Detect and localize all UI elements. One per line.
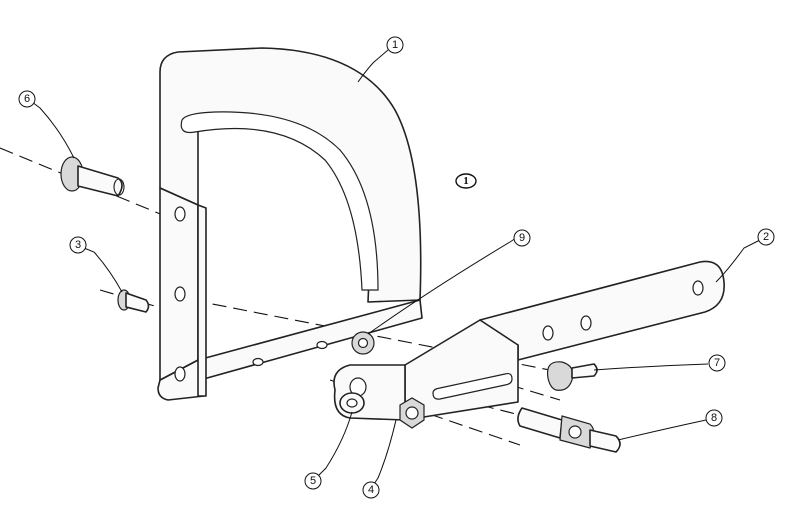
- callout-6: 6: [18, 90, 75, 159]
- bolt-end: [113, 178, 125, 196]
- balloon-1: [386, 36, 404, 54]
- arm-hole-1: [542, 325, 554, 341]
- callout-9: 9: [367, 229, 531, 335]
- balloon-3-label: 3: [75, 239, 81, 251]
- bolt-part-6: [60, 156, 125, 197]
- balloon-9: [513, 229, 531, 247]
- balloon-2: [757, 228, 775, 246]
- balloon-8: [705, 409, 723, 427]
- balloon-7-label: 7: [714, 357, 720, 369]
- arm-hole-3: [692, 280, 704, 296]
- balloon-6: [18, 90, 36, 108]
- bracket-curved-slot: [180, 111, 379, 291]
- balloon-7: [708, 354, 726, 372]
- bracket-flange-edge: [197, 204, 207, 397]
- plunger-body: [517, 407, 563, 439]
- wing-nut-part-7: [546, 361, 598, 391]
- balloon-3: [69, 236, 87, 254]
- leader-4: [373, 419, 397, 485]
- flange-hole-middle: [174, 286, 186, 302]
- callout-3: 3: [69, 236, 123, 293]
- leader-7: [593, 363, 709, 371]
- wing-nut-body: [546, 361, 574, 391]
- sheet-marker: 1: [455, 173, 477, 189]
- star-washer-part-9: [351, 331, 375, 355]
- flat-washer-part-5: [339, 392, 365, 414]
- arm-hole-2: [580, 315, 592, 331]
- arm-long-slot: [432, 372, 513, 400]
- leader-8: [617, 419, 707, 441]
- wing-nut-wing: [571, 363, 598, 379]
- sheet-marker-label: 1: [463, 175, 469, 187]
- callout-5: 5: [304, 411, 353, 490]
- callout-1: 1: [357, 36, 404, 83]
- flange-hole-bottom: [174, 366, 186, 382]
- hex-nut-hole: [405, 406, 419, 420]
- balloon-8-label: 8: [711, 412, 717, 424]
- callout-2: 2: [715, 228, 775, 283]
- balloon-4-label: 4: [368, 484, 374, 496]
- balloon-5: [304, 472, 322, 490]
- plunger-cross-hole: [568, 425, 582, 439]
- star-washer-hole: [357, 337, 369, 349]
- balloon-1-label: 1: [392, 39, 398, 51]
- balloon-4: [362, 481, 380, 499]
- balloon-2-label: 2: [763, 231, 769, 243]
- rivet-part-3: [117, 289, 150, 313]
- hex-nut-part-4: [399, 397, 425, 429]
- rivet-shank: [125, 292, 150, 313]
- balloon-9-label: 9: [519, 232, 525, 244]
- leader-1: [357, 49, 389, 83]
- sheet-marker-circle: [455, 173, 477, 189]
- arm-plate: [479, 260, 725, 361]
- leader-5: [317, 411, 353, 477]
- base-hole-1: [252, 357, 264, 367]
- callout-7: 7: [593, 354, 726, 372]
- balloon-5-label: 5: [310, 475, 316, 487]
- balloon-6-label: 6: [24, 93, 30, 105]
- plunger-tip: [589, 429, 621, 453]
- callout-8: 8: [617, 409, 723, 441]
- leader-3: [83, 247, 123, 293]
- bolt-shank: [77, 165, 123, 197]
- leader-6: [31, 101, 75, 159]
- leader-9: [367, 237, 517, 335]
- flange-hole-top: [174, 206, 186, 222]
- flat-washer-hole: [346, 398, 358, 408]
- callout-4: 4: [362, 419, 397, 499]
- plunger-part-8: [517, 407, 621, 453]
- base-hole-2: [316, 340, 328, 350]
- bracket-part-1: [157, 47, 423, 401]
- leader-2: [715, 239, 761, 283]
